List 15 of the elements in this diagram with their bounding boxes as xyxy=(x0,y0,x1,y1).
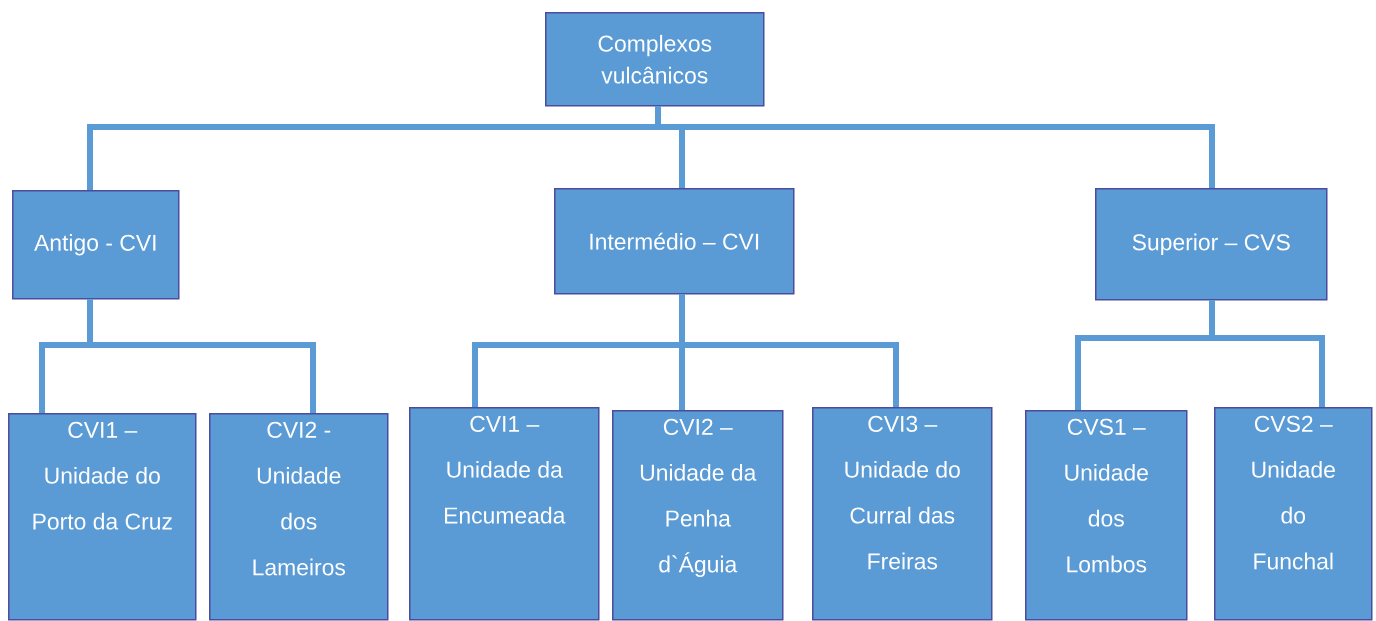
category-box: CVS1 – Unidade dos Lombos xyxy=(1025,410,1188,621)
connector-line xyxy=(87,299,316,413)
category-box: Intermédio – CVI xyxy=(554,188,795,295)
category-box: Complexos vulcânicos xyxy=(545,12,765,107)
category-box: Antigo - CVI xyxy=(12,190,180,300)
category-box: CVI2 – Unidade da Penha d`Águia xyxy=(612,410,784,621)
category-box: CVI3 – Unidade do Curral das Freiras xyxy=(812,407,993,621)
category-box: CVI1 – Unidade da Encumeada xyxy=(409,407,600,621)
connector-line xyxy=(655,106,1215,188)
category-box: CVI2 - Unidade dos Lameiros xyxy=(209,413,389,621)
category-box: Superior – CVS xyxy=(1095,188,1328,301)
connector-line xyxy=(679,294,899,407)
category-box: CVI1 – Unidade do Porto da Cruz xyxy=(8,413,197,621)
connector-line xyxy=(1209,300,1325,407)
category-box: CVS2 – Unidade do Funchal xyxy=(1214,407,1373,621)
